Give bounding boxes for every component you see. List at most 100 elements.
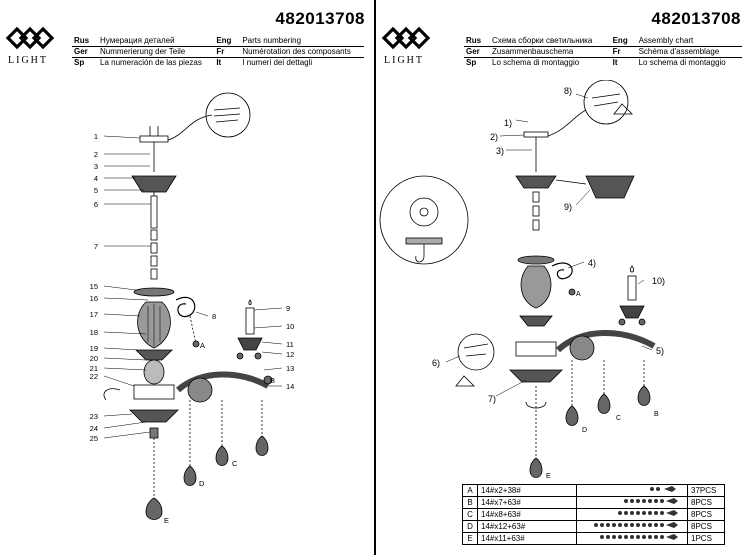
callout-11: 11 [286, 340, 294, 349]
canopy-detail-shape [585, 175, 635, 199]
right-page: LIGHT 482013708 Rus Схема сборки светиль… [376, 0, 750, 555]
callout-1: 1 [94, 132, 98, 141]
canopy-shape [131, 175, 177, 193]
callout-3: 3 [94, 162, 98, 171]
callout-14: 14 [286, 382, 294, 391]
lang-code: It [214, 57, 241, 68]
part-letter: C [462, 508, 478, 521]
callout-22: 22 [90, 372, 98, 381]
lang-text: Numérotation des composants [240, 46, 364, 58]
callout-10: 10 [286, 322, 294, 331]
lang-code: Sp [72, 57, 98, 68]
part-spec: 14#x12+63# [477, 520, 577, 533]
table-row: B 14#x7+63# 8PCS [462, 496, 725, 509]
mw-logo-icon [381, 26, 431, 50]
part-qty: 1PCS [687, 532, 725, 545]
part-qty: 37PCS [687, 484, 725, 497]
part-qty: 8PCS [687, 496, 725, 509]
lang-text: Схема сборки светильника [492, 36, 593, 45]
callout-6: 6 [94, 200, 98, 209]
drop-letter-a: A [200, 341, 205, 350]
bead-chain-e [145, 438, 163, 520]
step-8: 8) [564, 86, 572, 96]
header-row: Rus Схема сборки светильника Eng Assembl… [464, 36, 742, 47]
part-letter: B [462, 496, 478, 509]
step-6: 6) [432, 358, 440, 368]
chain-links [532, 191, 540, 231]
hub-detail-circle [457, 333, 495, 371]
table-row: D 14#x12+63# 8PCS [462, 520, 725, 533]
callout-4: 4 [94, 174, 98, 183]
logo-text: LIGHT [384, 55, 424, 66]
lang-code: Rus [466, 36, 482, 45]
part-spec: 14#x11+63# [477, 532, 577, 545]
step-letter-b: B [654, 411, 659, 418]
lang-code: Fr [214, 46, 241, 58]
language-header: Rus Схема сборки светильника Eng Assembl… [464, 36, 742, 68]
logo-text: LIGHT [8, 55, 48, 66]
language-header: Rus Нумерация деталей Eng Parts numberin… [72, 36, 364, 68]
lang-text: La numeración de las piezas [98, 57, 215, 68]
callout-2: 2 [94, 150, 98, 159]
wire-detail-circle [205, 92, 251, 138]
header-row: Ger Zusammenbauschema Fr Schéma d'assemb… [464, 46, 742, 58]
lang-code: Sp [464, 57, 490, 68]
part-spec: 14#x2+38# [477, 484, 577, 497]
drop-letter-c: C [232, 459, 238, 468]
warning-icon [613, 103, 633, 115]
part-spec: 14#x8+63# [477, 508, 577, 521]
step-2: 2) [490, 132, 498, 142]
header-row: Ger Nummerierung der Teile Fr Numérotati… [72, 46, 364, 58]
callout-18: 18 [90, 328, 98, 337]
left-page: LIGHT 482013708 Rus Нумерация деталей En… [5, 9, 365, 525]
step-5: 5) [656, 346, 664, 356]
callout-5: 5 [94, 186, 98, 195]
lang-code: Eng [612, 36, 628, 45]
table-row: C 14#x8+63# 8PCS [462, 508, 725, 521]
step-7: 7) [488, 394, 496, 404]
bead-strand-icon [576, 520, 688, 533]
lang-code: It [610, 57, 637, 68]
lang-text: I numeri dei dettagli [240, 57, 364, 68]
step-1: 1) [504, 118, 512, 128]
callout-23: 23 [90, 412, 98, 421]
warning-icon [455, 375, 475, 387]
lang-code: Rus [74, 36, 90, 45]
step-4: 4) [588, 258, 596, 268]
callout-16: 16 [90, 294, 98, 303]
lang-text: Lo schema di montaggio [636, 57, 742, 68]
lang-text: Нумерация деталей [100, 36, 175, 45]
lang-text: Zusammenbauschema [490, 46, 611, 58]
callout-19: 19 [90, 344, 98, 353]
bead-strand-icon [576, 484, 688, 497]
part-qty: 8PCS [687, 508, 725, 521]
callout-21: 21 [90, 364, 98, 373]
callout-25: 25 [90, 434, 98, 443]
parts-numbering-diagram: 1 2 3 4 5 6 7 8 9 10 11 12 13 14 15 16 1… [90, 92, 294, 525]
document-number: 482013708 [651, 9, 741, 28]
callout-17: 17 [90, 310, 98, 319]
lang-text: Assembly chart [638, 36, 694, 45]
step-letter-a: A [576, 291, 581, 298]
callout-9: 9 [286, 304, 290, 313]
lang-code: Fr [610, 46, 637, 58]
callout-7: 7 [94, 242, 98, 251]
part-letter: D [462, 520, 478, 533]
step-9: 9) [564, 202, 572, 212]
lang-text: Parts numbering [242, 36, 302, 45]
callout-20: 20 [90, 354, 98, 363]
header-row: Sp La numeración de las piezas It I nume… [72, 57, 364, 68]
crystal-drops [529, 288, 651, 478]
lang-text: Lo schema di montaggio [490, 57, 611, 68]
lang-code: Ger [72, 46, 98, 58]
step-3: 3) [496, 146, 504, 156]
lang-code: Eng [216, 36, 232, 45]
header-row: Rus Нумерация деталей Eng Parts numberin… [72, 36, 364, 47]
step-letter-c: C [616, 415, 621, 422]
part-letter: E [462, 532, 478, 545]
lang-code: Ger [464, 46, 490, 58]
ceiling-plate-shape [139, 135, 169, 143]
callout-12: 12 [286, 350, 294, 359]
header-row: Sp Lo schema di montaggio It Lo schema d… [464, 57, 742, 68]
step-10: 10) [652, 276, 665, 286]
